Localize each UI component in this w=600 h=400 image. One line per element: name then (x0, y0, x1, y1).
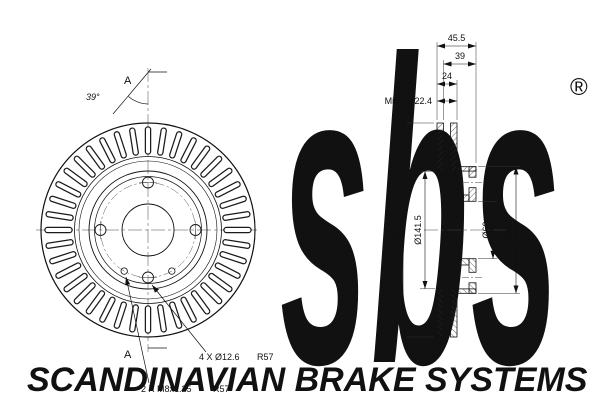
dim-center-bore: Ø69 (481, 221, 491, 238)
dim-friction-inner-diameter: Ø141.5 (413, 215, 423, 245)
angle-leg-line (112, 68, 152, 115)
dimension-lines (400, 43, 519, 337)
watermark: sbs ® SCANDINAVIAN BRAKE SYSTEMS (27, 0, 588, 400)
section-view: 45.5 39 24 Min Th 22.4 Ø257 Ø141.5 Ø69 Ø… (385, 33, 520, 338)
thread-holes (120, 267, 176, 275)
section-label-bottom: A (124, 349, 132, 361)
hub-step-circle (94, 176, 202, 284)
extension-lines (407, 42, 520, 338)
bolt-pattern-leader (151, 284, 207, 353)
bolt-pattern-label: 4 X Ø12.6 (199, 352, 240, 362)
hub-outer-circle (88, 170, 208, 290)
thread-pattern-leader (125, 276, 150, 384)
thread-pattern-radius: R57 (213, 384, 230, 394)
dim-hat-diameter: Ø152 (504, 219, 514, 241)
dim-outer-diameter: Ø257 (391, 219, 401, 241)
thread-pattern-label: 2 X M8x1.25 (141, 384, 192, 394)
mounting-flange-inner (468, 187, 477, 202)
slot-band-inner-circle (74, 156, 222, 304)
angle-arc (128, 96, 149, 105)
dim-thickness: 24 (442, 71, 452, 81)
bolt-pattern-radius: R57 (257, 352, 274, 362)
watermark-logo: sbs (280, 0, 562, 400)
left-friction-plate (436, 122, 444, 172)
dim-overall-width: 45.5 (448, 33, 466, 43)
friction-inner-circle (78, 160, 218, 300)
front-view: A A 39° 4 X Ø12.6 R57 2 X M8x1.25 R57 (36, 68, 274, 394)
dim-min-thickness: Min Th 22.4 (385, 96, 432, 106)
dim-hat-depth: 39 (455, 51, 465, 61)
outer-diameter-circle (40, 122, 256, 338)
angle-label: 39° (86, 92, 100, 102)
bolt-hole-ticks (100, 182, 196, 278)
right-friction-plate (450, 122, 458, 172)
center-bore-circle (121, 203, 175, 257)
centerlines (36, 68, 260, 352)
section-upper-half (436, 122, 483, 202)
registered-trademark-icon: ® (570, 74, 588, 101)
section-label-top: A (124, 75, 132, 87)
mounting-flange-outer (468, 166, 477, 178)
vent-slot-ring (44, 126, 252, 334)
pilot-ring (458, 194, 470, 202)
watermark-tagline: SCANDINAVIAN BRAKE SYSTEMS (27, 361, 588, 399)
